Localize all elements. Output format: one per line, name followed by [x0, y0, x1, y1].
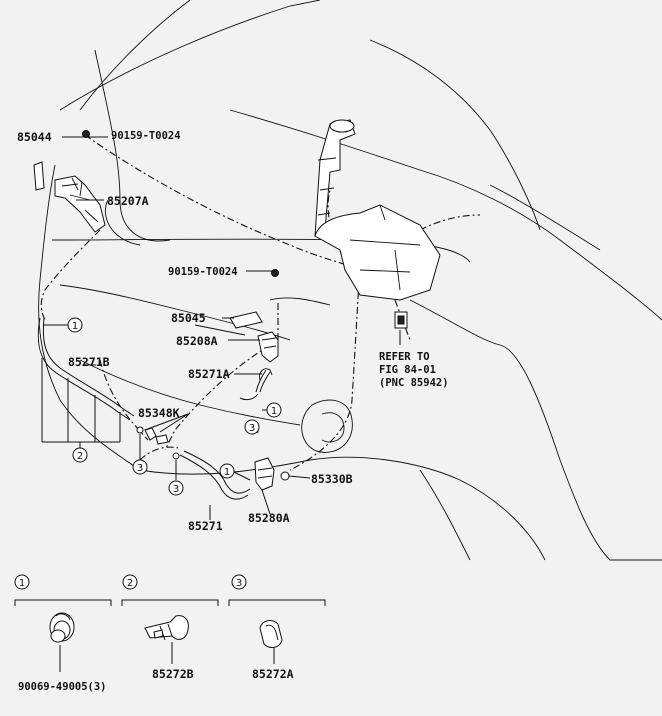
label-85271B: 85271B	[68, 355, 110, 369]
label-85208A: 85208A	[176, 334, 218, 348]
label-85271A: 85271A	[188, 367, 230, 381]
svg-text:1: 1	[72, 321, 78, 332]
legend: 1 90069-49005(3) 2 85272B	[14, 574, 326, 693]
part-labels: 85044 90159-T0024 85207A 90159-T0024 850…	[17, 130, 449, 533]
svg-text:1: 1	[224, 467, 230, 478]
svg-text:1: 1	[19, 578, 25, 589]
hoses	[37, 317, 271, 500]
svg-text:3: 3	[236, 578, 242, 589]
callout-3-c: 3	[244, 419, 260, 435]
callout-3-b: 3	[168, 480, 184, 496]
callout-3-a: 3	[132, 459, 148, 475]
center-parts	[136, 269, 290, 491]
label-85280A: 85280A	[248, 511, 290, 525]
svg-text:3: 3	[249, 423, 255, 434]
label-85271: 85271	[188, 519, 223, 533]
callout-1-b: 1	[266, 402, 282, 418]
svg-text:3: 3	[137, 463, 143, 474]
legend-part-85272A: 85272A	[252, 667, 294, 681]
clip-part-90069	[49, 612, 75, 672]
legend-part-90069: 90069-49005(3)	[18, 681, 107, 693]
svg-text:2: 2	[127, 578, 133, 589]
legend-item-2: 2 85272B	[121, 574, 219, 681]
label-90159-mid: 90159-T0024	[168, 266, 238, 278]
callout-1-c: 1	[219, 463, 235, 479]
refer-line-3: (PNC 85942)	[379, 377, 449, 389]
washer-tank	[314, 119, 441, 329]
callouts: 1 1 1 2 3 3 3	[67, 317, 282, 496]
legend-part-85272B: 85272B	[152, 667, 194, 681]
svg-text:2: 2	[77, 451, 83, 462]
label-85207A: 85207A	[107, 194, 149, 208]
headlamp-cleaner-left	[33, 130, 106, 233]
clamp-part-85272A	[259, 620, 283, 664]
legend-item-3: 3 85272A	[228, 574, 326, 681]
label-85044: 85044	[17, 130, 52, 144]
callout-1-a: 1	[67, 317, 83, 333]
refer-line-2: FIG 84-01	[379, 364, 436, 376]
svg-text:1: 1	[271, 406, 277, 417]
label-90159-top: 90159-T0024	[111, 130, 181, 142]
leader-lines	[41, 136, 401, 520]
label-85348K: 85348K	[138, 406, 180, 420]
label-85330B: 85330B	[311, 472, 353, 486]
legend-item-1: 1 90069-49005(3)	[14, 574, 112, 693]
label-85045: 85045	[171, 311, 206, 325]
clamp-part-85272B	[144, 615, 189, 664]
refer-line-1: REFER TO	[379, 351, 430, 363]
callout-2: 2	[72, 447, 88, 463]
svg-text:3: 3	[173, 484, 179, 495]
